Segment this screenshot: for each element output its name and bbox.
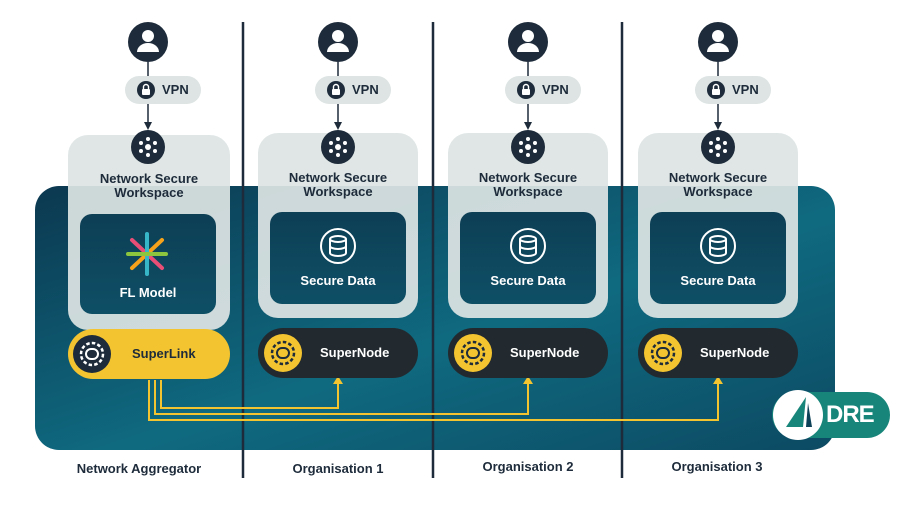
superlink-label: SuperLink: [132, 346, 196, 361]
dre-logo-text: DRE: [826, 401, 875, 428]
workspace-title: Network Secure Workspace: [288, 170, 388, 199]
column-network-aggregator: [68, 22, 230, 379]
superlink-connectors: [148, 380, 719, 421]
secure-data-card: [650, 212, 786, 304]
gear-icon: [454, 334, 492, 372]
gear-icon: [73, 335, 111, 373]
gear-icon: [644, 334, 682, 372]
dre-logo-icon: [772, 390, 890, 440]
column-organisation-2: [448, 22, 608, 378]
supernode-label: SuperNode: [320, 345, 390, 360]
column-organisation-1: [258, 22, 418, 378]
network-panel: [35, 186, 835, 450]
column-label: Organisation 1: [292, 461, 384, 476]
workspace-title: Network Secure Workspace: [99, 171, 199, 200]
supernode-bar[interactable]: [448, 328, 608, 378]
workspace-title: Network Secure Workspace: [478, 170, 578, 199]
fl-model-label: FL Model: [119, 285, 177, 300]
column-organisation-3: [638, 22, 798, 378]
database-icon: [700, 228, 736, 264]
column-label: Organisation 3: [671, 459, 763, 474]
fl-model-icon: [126, 232, 168, 276]
superlink-bar[interactable]: [68, 329, 230, 379]
database-icon: [510, 228, 546, 264]
secure-data-label: Secure Data: [490, 273, 566, 288]
secure-data-label: Secure Data: [680, 273, 756, 288]
supernode-bar[interactable]: [258, 328, 418, 378]
vpn-label: VPN: [732, 82, 759, 97]
arrowheads: [333, 376, 723, 384]
secure-data-card: [270, 212, 406, 304]
column-label: Network Aggregator: [76, 461, 202, 476]
vpn-label: VPN: [542, 82, 569, 97]
workspace-title: Network Secure Workspace: [668, 170, 768, 199]
supernode-label: SuperNode: [700, 345, 770, 360]
vpn-label: VPN: [352, 82, 379, 97]
database-icon: [320, 228, 356, 264]
column-label: Organisation 2: [482, 459, 574, 474]
secure-data-label: Secure Data: [300, 273, 376, 288]
supernode-label: SuperNode: [510, 345, 580, 360]
vpn-label: VPN: [162, 82, 189, 97]
supernode-bar[interactable]: [638, 328, 798, 378]
secure-data-card: [460, 212, 596, 304]
gear-icon: [264, 334, 302, 372]
